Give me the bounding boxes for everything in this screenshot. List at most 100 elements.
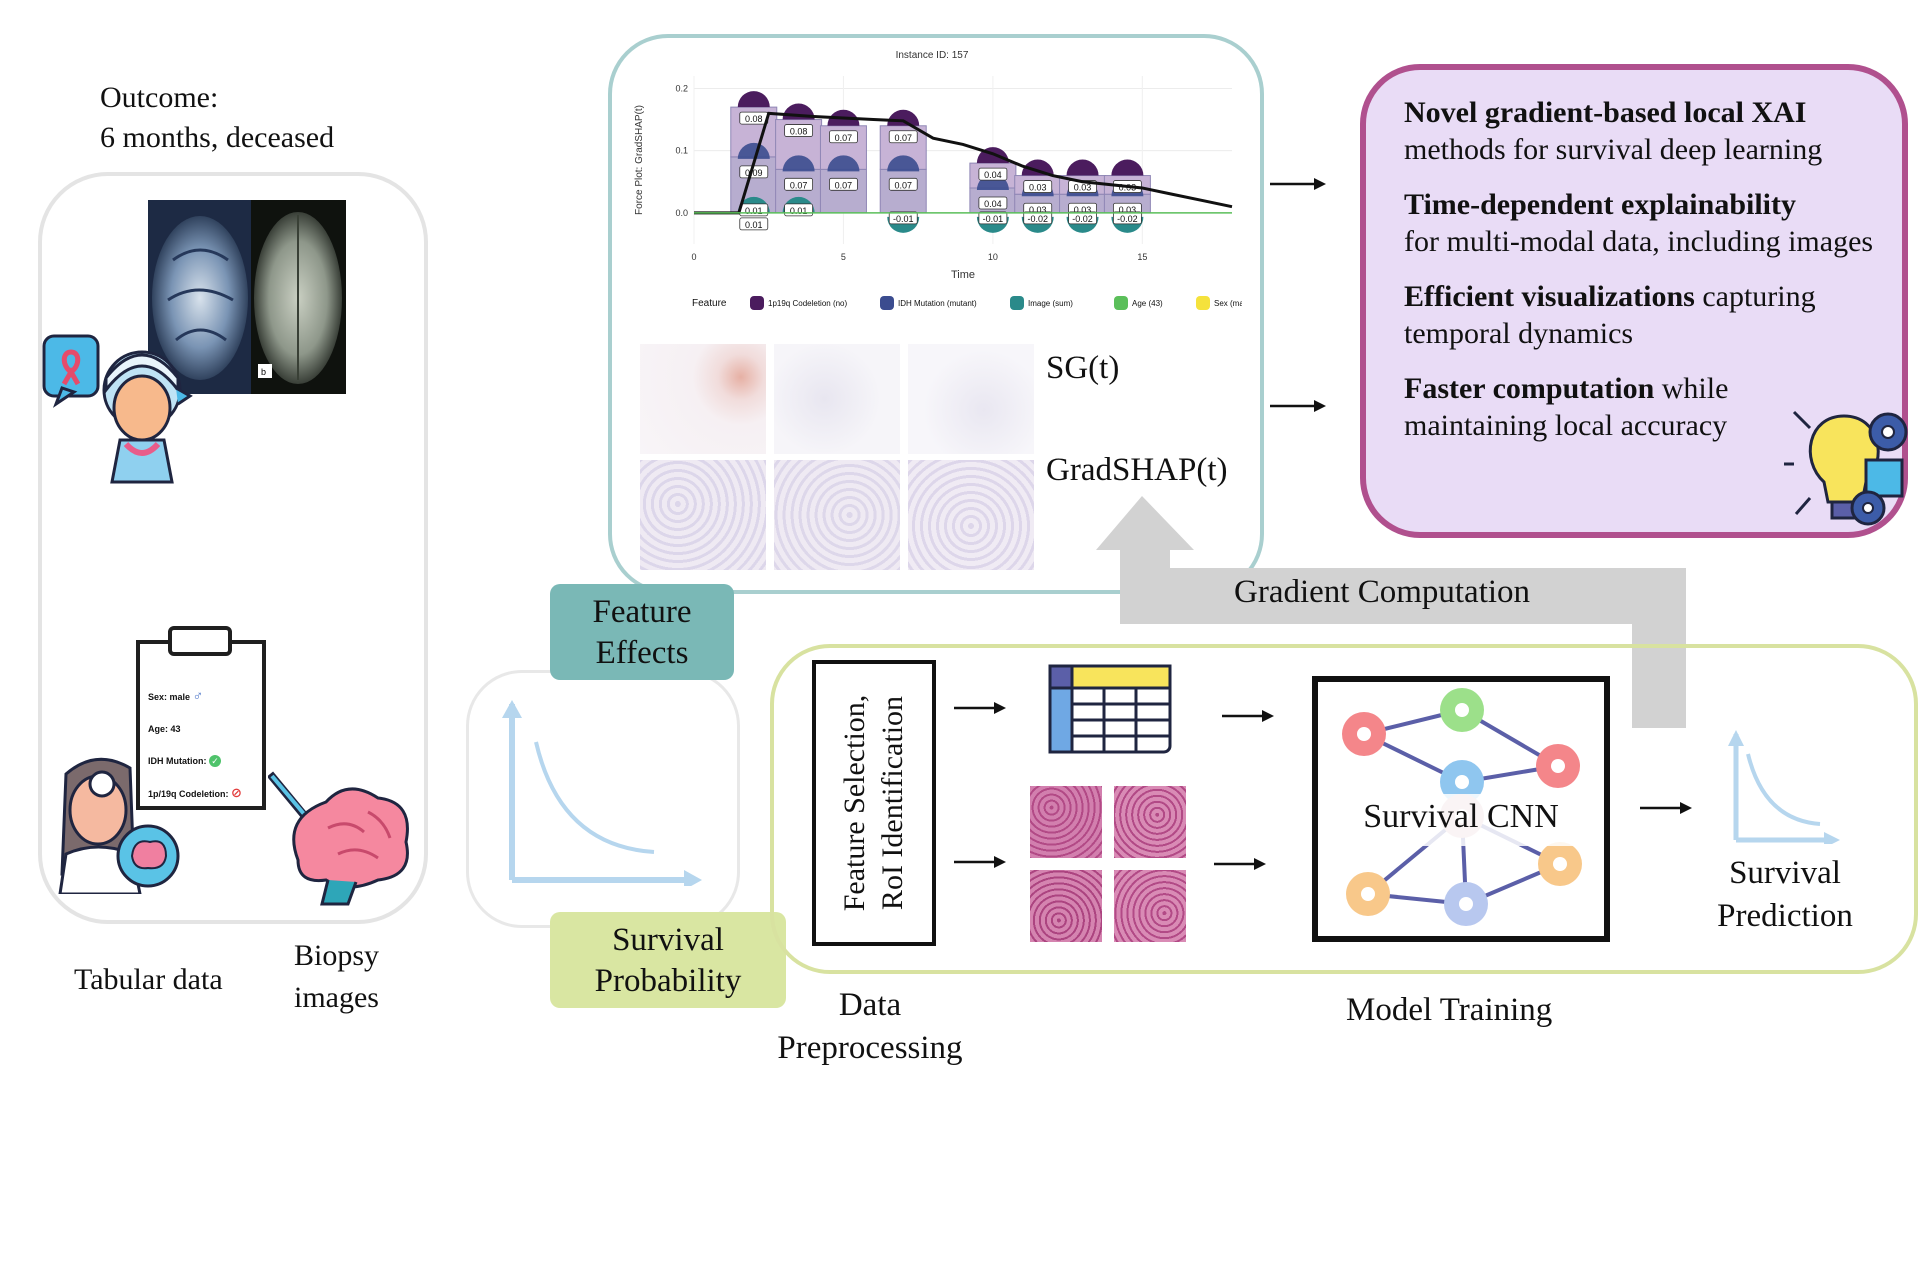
codeletion-value-label-box [829, 130, 858, 144]
codeletion-marker [737, 91, 770, 108]
xai-item-4-rest: while maintaining local accuracy [1404, 372, 1729, 442]
survival-curve-chart [502, 700, 702, 886]
prohibited-icon: ⊘ [231, 785, 242, 800]
codeletion-value-label: 0.08 [790, 127, 808, 137]
idh-marker [887, 155, 920, 172]
outcome-line-1: Outcome: [100, 81, 219, 114]
prediction-line [694, 111, 1233, 215]
pipeline-panel [770, 644, 1918, 974]
sg-heatmaps [640, 344, 1036, 456]
explanation-panel [608, 34, 1264, 594]
biopsy-images-label: Biopsy images [294, 938, 379, 1016]
xai-item-1: Novel gradient-based local XAI methods f… [1404, 94, 1882, 168]
xai-contributions-box: Novel gradient-based local XAI methods f… [1360, 64, 1908, 538]
tissue-tile-4 [1114, 870, 1186, 942]
image-value-label: -0.01 [983, 214, 1004, 224]
idh-value-label-box [888, 177, 918, 191]
image-value-label: -0.01 [893, 214, 914, 224]
check-icon: ✓ [209, 755, 222, 767]
codeletion-value-label: 0.07 [835, 133, 853, 143]
codeletion-value-label-box [978, 167, 1008, 181]
xai-item-1-rest: methods for survival deep learning [1404, 133, 1823, 166]
image-value-label-box [1023, 211, 1053, 225]
idh-marker [737, 142, 770, 159]
idh-value-label: 0.03 [1074, 205, 1092, 215]
image-value-label: -0.02 [1072, 214, 1093, 224]
feature-selection-line-2: RoI Identification [876, 695, 909, 911]
idh-bar [879, 168, 927, 214]
y-axis-label: Force Plot: GradSHAP(t) [634, 105, 645, 215]
outcome-title: Outcome: 6 months, deceased [100, 80, 334, 156]
image-value-label: 0.01 [745, 206, 763, 216]
idh-value-label-box [829, 177, 858, 191]
gradshap-heatmap-1 [640, 460, 766, 570]
survival-prediction-line-1: Survival [1729, 855, 1841, 891]
survival-cnn-label: Survival CNN [1363, 798, 1559, 835]
legend-swatch [1196, 296, 1210, 310]
idh-value-label: 0.07 [835, 180, 853, 190]
codeletion-value-label-box [888, 130, 918, 144]
sg-heatmap-1 [640, 344, 766, 454]
brain-biopsy-icon [268, 771, 409, 906]
codeletion-value-label: 0.07 [894, 133, 912, 143]
idh-value-label: 0.03 [1119, 205, 1137, 215]
model-training-label: Model Training [1346, 992, 1553, 1028]
feature-effects-tag: Feature Effects [550, 584, 734, 680]
legend-label: 1p19q Codeletion (no) [768, 299, 848, 308]
clipboard: Sex: male ♂ Age: 43 IDH Mutation: ✓ 1p/1… [136, 640, 266, 810]
idh-value-label-box [784, 177, 814, 191]
tissue-tile-2 [1114, 786, 1186, 858]
legend-label: Image (sum) [1028, 299, 1073, 308]
codeletion-value-label: 0.03 [1074, 183, 1092, 193]
xai-item-3: Efficient visualizations capturing tempo… [1404, 278, 1882, 352]
tissue-tile-1 [1030, 786, 1102, 858]
legend-title: Feature [692, 298, 727, 309]
feature-selection-line-1: Feature Selection, [838, 694, 871, 912]
idh-value-label: 0.09 [745, 168, 763, 178]
idh-bar [819, 168, 867, 214]
image-value-label: 0.01 [790, 206, 808, 216]
survival-cnn-box: Survival CNN [1312, 676, 1610, 942]
xai-item-2: Time-dependent explainability for multi-… [1404, 186, 1882, 260]
survival-probability-tag: Survival Probability [550, 912, 786, 1008]
data-preprocessing-line-1: Data [838, 987, 902, 1023]
survival-probability-line-2: Probability [594, 963, 742, 999]
legend-swatch [880, 296, 894, 310]
image-value-label: -0.02 [1027, 214, 1048, 224]
arrow-to-tiles [954, 856, 1006, 868]
idh-value-label: 0.04 [984, 199, 1002, 209]
y-tick-label: 0.1 [675, 146, 688, 156]
idh-value-label-box [978, 196, 1008, 210]
x-tick-label: 0 [691, 252, 696, 262]
biopsy-label-line-1: Biopsy [294, 939, 380, 972]
gradshap-heatmap-3 [908, 460, 1034, 570]
image-value-label-box [978, 211, 1008, 225]
survival-prediction-label: Survival Prediction [1700, 852, 1870, 938]
idh-value-label: 0.07 [894, 180, 912, 190]
arrow-table-to-model [1222, 710, 1274, 722]
x-tick-label: 15 [1137, 252, 1147, 262]
idh-value-label: 0.07 [790, 180, 808, 190]
x-axis-label: Time [951, 269, 975, 281]
y-tick-label: 0.0 [675, 208, 688, 218]
idh-marker [827, 155, 860, 172]
xai-item-2-rest: for multi-modal data, including images [1404, 225, 1874, 258]
arrow-to-table [954, 702, 1006, 714]
outcome-line-2: 6 months, deceased [100, 121, 335, 154]
gradient-computation-label: Gradient Computation [1234, 574, 1531, 610]
data-preprocessing-line-2: Preprocessing [777, 1030, 963, 1066]
gradshap-label: GradSHAP(t) [1046, 452, 1228, 488]
male-symbol-icon: ♂ [192, 687, 204, 703]
doctor-icon [42, 334, 193, 484]
codeletion-value-label: 0.04 [984, 170, 1002, 180]
idh-value-label: 0.03 [1029, 205, 1047, 215]
x-tick-label: 5 [841, 252, 846, 262]
biopsy-label-line-2: images [294, 981, 379, 1014]
sg-label: SG(t) [1046, 350, 1120, 386]
legend-label: IDH Mutation (mutant) [898, 299, 977, 308]
force-plot-title: Instance ID: 157 [896, 50, 969, 61]
legend-swatch [750, 296, 764, 310]
image-value-label-box [1068, 211, 1097, 225]
codeletion-value-label: 0.08 [745, 114, 763, 124]
